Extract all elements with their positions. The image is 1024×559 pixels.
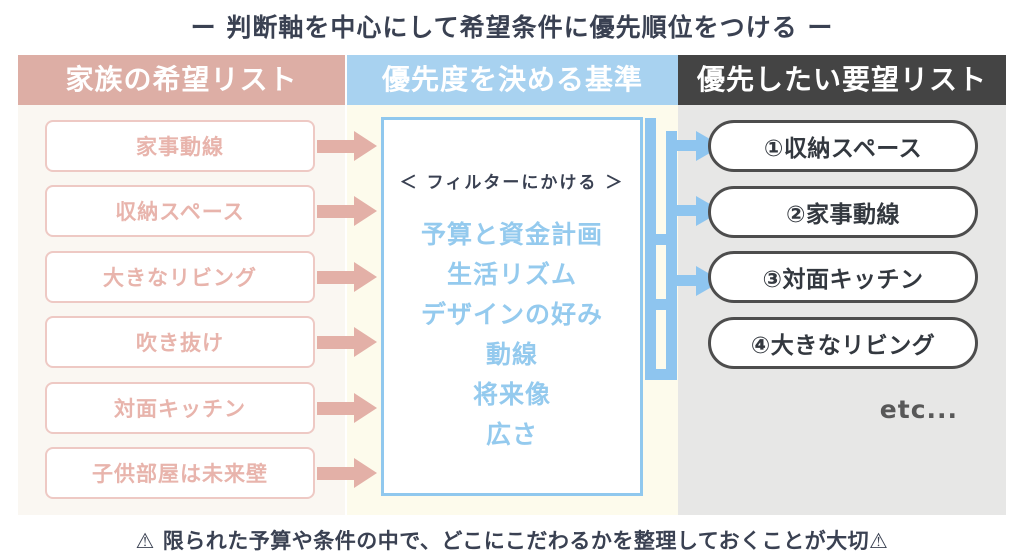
arrow-shaft (666, 205, 699, 216)
pink-arrow-icon (317, 196, 377, 226)
right-column-header: 優先したい要望リスト (678, 55, 1006, 105)
arrow-head (354, 458, 377, 488)
connector-spine (645, 118, 656, 380)
connector-stem (645, 369, 677, 380)
wish-item: 対面キッチン (45, 382, 315, 434)
priority-item: ②家事動線 (708, 186, 978, 238)
arrow-shaft (317, 402, 357, 415)
connector-stem (645, 234, 677, 245)
criteria-item: 生活リズム (446, 260, 577, 289)
connector-riser (666, 131, 677, 245)
arrow-head (354, 327, 377, 357)
criteria-item: デザインの好み (420, 300, 603, 329)
left-column-header: 家族の希望リスト (18, 55, 345, 105)
wish-item: 大きなリビング (45, 251, 315, 303)
arrow-shaft (666, 140, 699, 151)
arrow-shaft (317, 271, 357, 284)
criteria-item: 動線 (485, 340, 538, 369)
arrow-shaft (317, 336, 357, 349)
arrow-head (354, 131, 377, 161)
right-column-panel (678, 105, 1006, 515)
wish-item: 吹き抜け (45, 316, 315, 368)
filter-label: ＜ フィルターにかける ＞ (399, 173, 625, 193)
wish-item: 収納スペース (45, 185, 315, 237)
connector-riser (666, 266, 677, 380)
arrow-head (354, 262, 377, 292)
connector-stem (645, 299, 677, 310)
priority-item: ①収納スペース (708, 120, 978, 172)
connector-riser (666, 196, 677, 310)
pink-arrow-icon (317, 327, 377, 357)
filter-criteria-list: 予算と資金計画 生活リズム デザインの好み 動線 将来像 広さ (384, 215, 640, 455)
pink-arrow-icon (317, 262, 377, 292)
arrow-shaft (317, 467, 357, 480)
pink-arrow-icon (317, 393, 377, 423)
arrow-shaft (666, 275, 699, 286)
wish-item: 家事動線 (45, 120, 315, 172)
arrow-head (354, 393, 377, 423)
priority-item: ④大きなリビング (708, 317, 978, 369)
filter-criteria-box: ＜ フィルターにかける ＞ 予算と資金計画 生活リズム デザインの好み 動線 将… (381, 117, 643, 496)
page-title: ー 判断軸を中心にして希望条件に優先順位をつける ー (190, 13, 834, 42)
pink-arrow-icon (317, 131, 377, 161)
criteria-item: 将来像 (472, 380, 551, 409)
priority-item: ③対面キッチン (708, 251, 978, 303)
criteria-item: 予算と資金計画 (420, 220, 603, 249)
left-column-panel (18, 105, 345, 515)
arrow-shaft (317, 140, 357, 153)
center-column-header: 優先度を決める基準 (347, 55, 678, 105)
etc-label: etc... (879, 395, 958, 424)
footer-note: ⚠ 限られた予算や条件の中で、どこにこだわるかを整理しておくことが大切⚠ (135, 529, 889, 553)
arrow-head (354, 196, 377, 226)
pink-arrow-icon (317, 458, 377, 488)
wish-item: 子供部屋は未来壁 (45, 447, 315, 499)
arrow-shaft (317, 205, 357, 218)
criteria-item: 広さ (485, 420, 538, 449)
blue-connector-tree (645, 110, 720, 400)
